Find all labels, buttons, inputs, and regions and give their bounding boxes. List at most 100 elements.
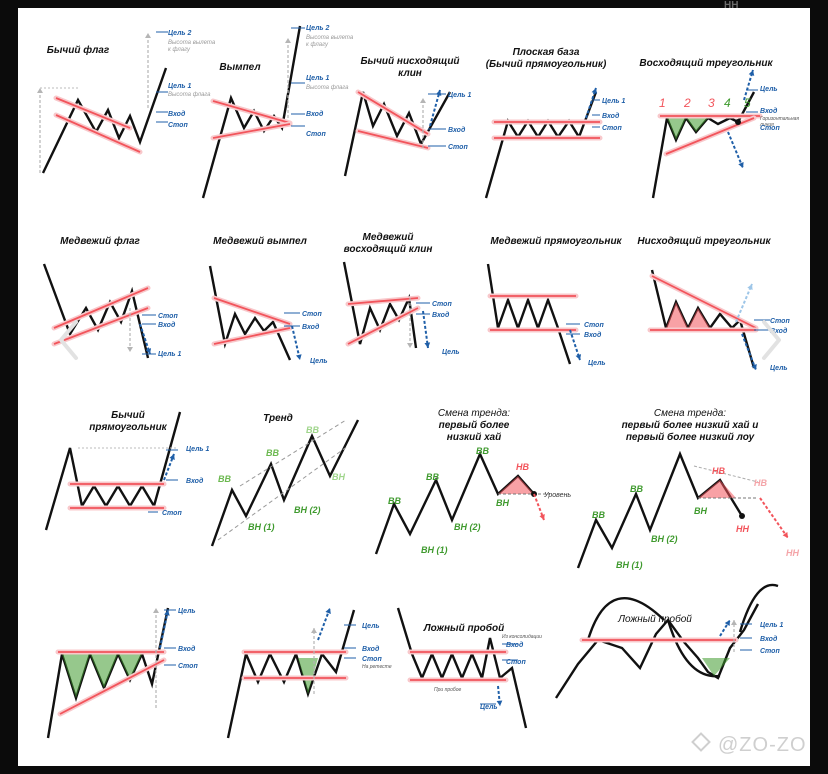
pennant-bottom bbox=[212, 123, 291, 139]
retest-target bbox=[317, 607, 331, 641]
pattern-label: Цель 1 bbox=[158, 351, 182, 358]
swing-label: ВВ bbox=[426, 472, 439, 482]
pattern-label: Горизонтальная bbox=[760, 116, 799, 122]
pattern-title: Медвежий флаг bbox=[60, 235, 140, 247]
watermark-text: @ZO-ZO bbox=[718, 734, 807, 756]
rising-wedge-bottom bbox=[347, 307, 419, 345]
projected-high-label: НВ bbox=[754, 478, 767, 488]
new-low-arrow bbox=[759, 497, 789, 539]
pattern-label: Цель bbox=[480, 704, 498, 711]
bull-rect-price bbox=[44, 411, 182, 531]
carousel-next-button[interactable] bbox=[758, 318, 784, 362]
breakout-height-head bbox=[153, 608, 159, 613]
asc-triangle-fill-2 bbox=[686, 118, 708, 132]
pattern-title: Смена тренда: bbox=[654, 408, 726, 419]
false-breakout-curve-3 bbox=[738, 583, 779, 633]
breakout-note: При пробое bbox=[434, 687, 461, 693]
pattern-title: первый более низкий хай и bbox=[622, 419, 759, 431]
pattern-title: Ложный пробой bbox=[617, 613, 692, 625]
pattern-label: Цель 1 bbox=[306, 75, 330, 82]
touch-number: 3 bbox=[708, 96, 715, 110]
falling-resistance bbox=[651, 275, 757, 329]
pattern-label: Стоп bbox=[302, 311, 322, 318]
pattern-title: низкий хай bbox=[447, 432, 501, 443]
pattern-label: Стоп bbox=[584, 322, 604, 329]
pattern-title: Смена тренда: bbox=[438, 408, 510, 419]
bear-flag-height-head bbox=[127, 347, 133, 352]
pattern-label: Стоп bbox=[770, 318, 790, 325]
pattern-label: Вход bbox=[302, 323, 320, 331]
breakout-fill-2 bbox=[90, 654, 118, 688]
pattern-title: восходящий клин bbox=[344, 244, 433, 255]
flat-base-price bbox=[484, 91, 598, 199]
pattern-label: Вход bbox=[362, 645, 380, 653]
lower-high-label: НВ bbox=[516, 462, 529, 472]
breakout-dot bbox=[735, 119, 741, 125]
desc-triangle-fill-2 bbox=[688, 308, 710, 328]
bear-flag-target bbox=[139, 323, 151, 355]
pattern-label: Стоп bbox=[432, 301, 452, 308]
pattern-label: Стоп bbox=[506, 659, 526, 666]
pattern-label: Высота флага bbox=[306, 85, 349, 91]
pattern-title: Бычий bbox=[111, 410, 145, 421]
pattern-label: Стоп bbox=[158, 313, 178, 320]
pattern-label: Цель bbox=[760, 86, 778, 93]
rising-wedge-target-head bbox=[424, 342, 431, 348]
pattern-label: Вход bbox=[178, 645, 196, 653]
swing-label: ВВ bbox=[476, 446, 489, 456]
pattern-label: Вход bbox=[186, 477, 204, 485]
pattern-label: Вход bbox=[306, 110, 324, 118]
lower-high-label: НВ bbox=[712, 466, 725, 476]
desc-target-arrow bbox=[741, 333, 757, 371]
pattern-label: Цель 1 bbox=[448, 92, 472, 99]
desc-triangle-fill-1 bbox=[666, 302, 688, 328]
pattern-label: Стоп bbox=[448, 144, 468, 151]
false-breakout-2-target-head bbox=[724, 620, 730, 626]
pennant-flight-height-head bbox=[285, 38, 291, 43]
flag-bottom bbox=[55, 114, 141, 153]
rising-wedge-target bbox=[422, 310, 429, 349]
flag-top bbox=[55, 97, 131, 129]
pattern-label: к флагу bbox=[306, 42, 329, 48]
bear-rect-target bbox=[569, 329, 581, 361]
pattern-label: Высота вылета bbox=[168, 40, 216, 46]
lower-low-label: НН bbox=[736, 524, 749, 534]
wedge-top bbox=[357, 91, 429, 135]
swing-label: ВН (1) bbox=[421, 545, 448, 555]
false-breakout-curve-1 bbox=[586, 597, 665, 641]
pattern-label: Высота вылета bbox=[306, 35, 354, 41]
pattern-label: Цель bbox=[770, 365, 788, 372]
swing-label: ВВ bbox=[388, 496, 401, 506]
touch-number: 5 bbox=[744, 96, 751, 110]
touch-number: 4 bbox=[724, 96, 731, 110]
swing-label: ВН (2) bbox=[454, 522, 481, 532]
chevron-left-icon bbox=[59, 320, 78, 360]
swing-label: ВН bbox=[496, 498, 509, 508]
false-breakout-fill bbox=[702, 658, 730, 676]
pattern-title: клин bbox=[398, 68, 422, 79]
desc-target-arrow-head bbox=[751, 364, 757, 370]
pattern-label: Стоп bbox=[162, 510, 182, 517]
trend-price bbox=[210, 419, 360, 547]
asc-false-arrow bbox=[727, 131, 744, 169]
lower-high-guide bbox=[693, 465, 759, 483]
bear-pennant-bottom bbox=[213, 327, 291, 345]
desc-false-arrow-head bbox=[747, 284, 753, 290]
pattern-title: Бычий флаг bbox=[47, 44, 110, 56]
pattern-label: Вход bbox=[432, 311, 450, 319]
pattern-title: (Бычий прямоугольник) bbox=[486, 59, 607, 70]
diamond-icon bbox=[691, 732, 711, 752]
pattern-title: первый более низкий лоу bbox=[626, 431, 755, 443]
pattern-label: Вход bbox=[760, 635, 778, 643]
flag-height-head bbox=[37, 88, 43, 93]
pattern-title: Бычий нисходящий bbox=[360, 56, 459, 67]
trend-lower-channel bbox=[217, 445, 349, 541]
pattern-label: Вход bbox=[602, 112, 620, 120]
base-target-arrow-head bbox=[591, 88, 598, 94]
new-low-arrow-head bbox=[782, 532, 788, 538]
pattern-label: Цель 1 bbox=[186, 446, 210, 453]
carousel-prev-button[interactable] bbox=[56, 318, 82, 362]
bear-rect-target-head bbox=[575, 354, 582, 360]
